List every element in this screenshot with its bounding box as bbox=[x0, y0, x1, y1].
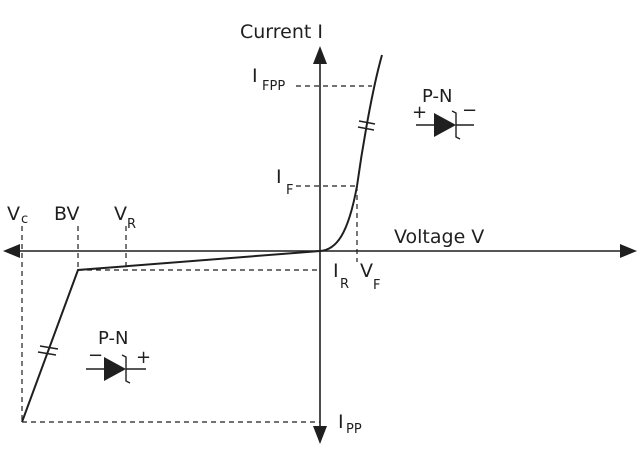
y-axis-top-arrow bbox=[313, 46, 327, 64]
svg-text:V: V bbox=[360, 260, 373, 282]
y-axis-bottom-arrow bbox=[313, 426, 327, 444]
svg-text:F: F bbox=[286, 183, 293, 198]
label-if: I F bbox=[276, 166, 293, 198]
x-axis-left-arrow bbox=[3, 244, 20, 258]
x-axis-title: Voltage V bbox=[394, 226, 484, 248]
svg-text:V: V bbox=[7, 203, 20, 225]
label-ifpp: I FPP bbox=[252, 65, 285, 94]
svg-text:I: I bbox=[338, 411, 344, 433]
svg-text:c: c bbox=[21, 212, 28, 227]
diode-forward-label: P-N bbox=[422, 86, 452, 107]
svg-text:R: R bbox=[127, 217, 136, 232]
diode-forward-plus: + bbox=[412, 102, 427, 123]
svg-text:I: I bbox=[252, 65, 258, 87]
svg-text:I: I bbox=[276, 166, 282, 188]
axes bbox=[3, 46, 637, 444]
diode-reverse-label: P-N bbox=[98, 328, 128, 349]
svg-text:PP: PP bbox=[346, 422, 362, 437]
label-ipp: I PP bbox=[338, 411, 362, 437]
diode-reverse-minus: − bbox=[88, 345, 103, 366]
diode-reverse-triangle-icon bbox=[104, 357, 126, 381]
capacitor-mark-reverse bbox=[37, 345, 59, 356]
label-bv: BV bbox=[54, 203, 79, 225]
svg-text:F: F bbox=[373, 278, 380, 293]
svg-text:BV: BV bbox=[54, 203, 79, 225]
iv-curve bbox=[21, 54, 383, 423]
label-vf: V F bbox=[360, 260, 380, 293]
diode-forward-minus: − bbox=[462, 100, 477, 121]
y-axis-title: Current I bbox=[240, 21, 323, 43]
capacitor-mark-forward bbox=[357, 120, 376, 131]
svg-text:R: R bbox=[340, 277, 349, 292]
label-ir: I R bbox=[333, 260, 349, 292]
diode-forward: P-N + − bbox=[412, 86, 477, 140]
svg-text:FPP: FPP bbox=[262, 79, 285, 94]
x-axis-right-arrow bbox=[620, 244, 637, 258]
diode-reverse-plus: + bbox=[136, 347, 151, 368]
svg-text:I: I bbox=[333, 260, 339, 282]
reference-lines bbox=[21, 85, 372, 423]
label-vr: V R bbox=[114, 203, 136, 232]
label-vc: V c bbox=[7, 203, 28, 227]
diode-forward-triangle-icon bbox=[434, 113, 456, 137]
svg-text:V: V bbox=[114, 203, 127, 225]
diode-reverse: P-N − + bbox=[86, 328, 151, 384]
